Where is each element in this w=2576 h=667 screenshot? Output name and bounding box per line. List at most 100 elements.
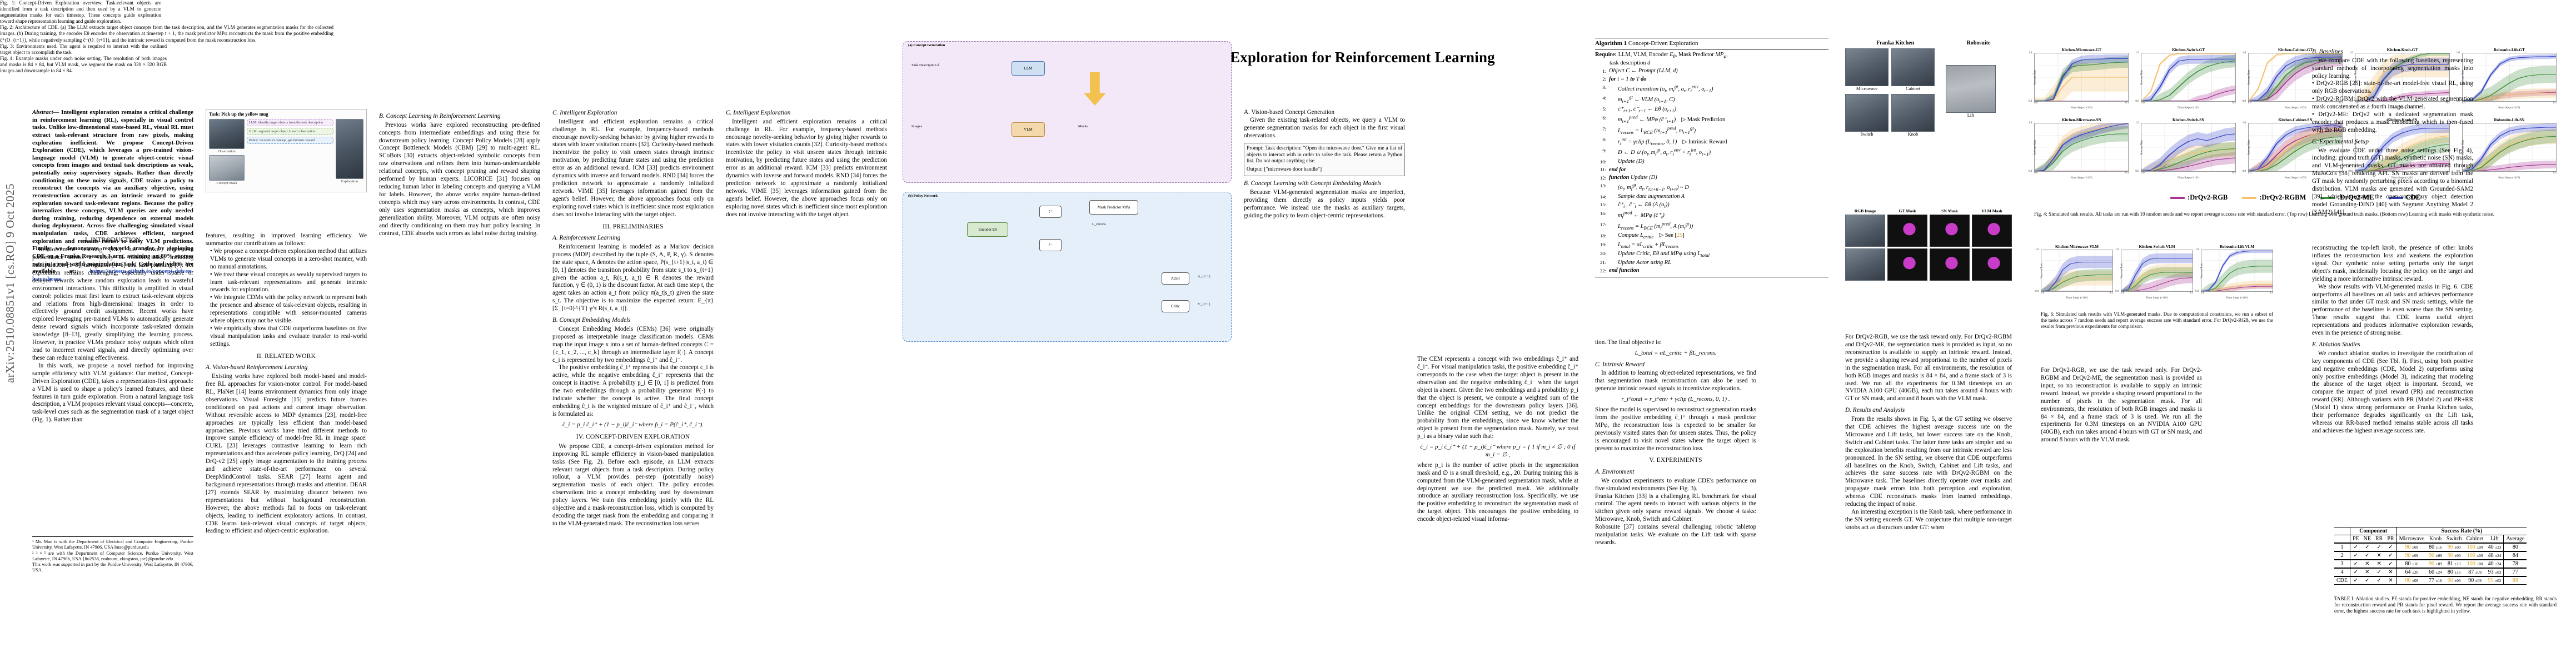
chart-y-tick: 1.0 [2135, 52, 2139, 54]
algorithm-line-number: 15: [1600, 202, 1606, 208]
algorithm-line: 1:Object C ← Prompt (LLM, d) [1595, 67, 1828, 75]
chart-panel-title: Robosuite-Lift-GT [2493, 48, 2525, 52]
algorithm-name: Concept-Driven Exploration [1628, 40, 1698, 47]
chart-x-tick: 0.3 [2232, 172, 2236, 175]
table-row-id: 4 [2334, 568, 2350, 576]
table-flag-cell: ✓ [2349, 542, 2361, 551]
chart-x-tick: 0.3 [2339, 172, 2343, 175]
legend-label: :DrQv2-ME [2338, 193, 2374, 201]
algorithm-require: Require: Require: LLM, VLM, Encoder Eθ, … [1595, 51, 1728, 59]
env-tile-microwave [1845, 48, 1889, 86]
table-value-cell: 90 ±09 [2396, 542, 2427, 551]
table-flag-cell: ✓ [2373, 576, 2385, 585]
table-value-cell: 80 ±16 [2444, 568, 2464, 576]
algorithm-line-number: 4: [1602, 95, 1606, 101]
env-tile-lift [1946, 65, 1996, 113]
algorithm-line: 12:function Update (D) [1595, 174, 1828, 182]
chart-x-axis-label: Num Steps (×10⁶) [2498, 176, 2520, 180]
algorithm-line-code: for t = 1 to T do [1609, 76, 1647, 82]
paragraph: Franka Kitchen [33] is a challenging RL … [1595, 492, 1756, 523]
abstract-text: — Intelligent exploration remains a crit… [32, 109, 193, 275]
abstract-link[interactable]: https://ariseus.github.io/concept-driven… [32, 268, 193, 282]
teaser-image-label: Exploration [341, 180, 358, 183]
subsection-heading: A. Vision-based Reinforcement Learning [206, 364, 308, 371]
algorithm-line-code: Sample data augmentation A [1618, 193, 1685, 200]
algorithm-line-code: mtpred ← MPφ (ĉ⁺t) [1618, 210, 1665, 220]
list-item: • We empirically show that CDE outperfor… [210, 325, 367, 347]
chart-y-tick: 1.0 [2035, 248, 2039, 251]
list-item: • We treat these visual concepts as weak… [210, 271, 367, 293]
table-value-cell: 93 ±03 [2485, 568, 2504, 576]
paragraph: For DrQv2-RGB, we use the task reward on… [1845, 334, 2012, 402]
fig2-recons-label: L_recons [1092, 222, 1106, 226]
algorithm-line-number: 5: [1602, 106, 1606, 112]
chart-y-tick: 0.0 [2349, 100, 2353, 103]
paragraph: Reinforcement learning (RL) has shown im… [32, 246, 193, 361]
algorithm-line: 2:for t = 1 to T do [1595, 75, 1828, 83]
algorithm-line-code: mt+1gt ← VLM (ot+1, C) [1618, 94, 1675, 104]
chart-y-tick: 0.0 [2029, 170, 2032, 173]
table-row-id: 1 [2334, 542, 2350, 551]
list-item: • DrQv2-ME: DrQv2 with a dedicated segme… [2312, 111, 2473, 133]
fig2-block-a-label: (a) Concept Generation [908, 43, 945, 47]
paragraph: We propose CDE, a concept-driven explora… [552, 442, 714, 527]
mask-tile-rgb [1845, 215, 1885, 247]
section-heading-introduction: I. INTRODUCTION [84, 236, 141, 243]
chart-x-axis-label: Num Steps (×10⁶) [2146, 296, 2168, 300]
fig2-mask-predictor-node: Mask Predictor MPφ [1089, 200, 1138, 215]
chart-y-tick: 0.0 [2029, 100, 2032, 103]
table-flag-cell: ✓ [2349, 551, 2361, 560]
algorithm-line-comment: ▷ See [25] [1659, 232, 1685, 239]
chart-x-tick: 0.0 [2141, 102, 2145, 104]
algorithm-line-number: 1: [1602, 68, 1606, 74]
figure-2-architecture: (a) Concept Generation LLM VLM Task Desc… [900, 39, 1234, 350]
table-value-cell: 60 ±24 [2426, 568, 2444, 576]
algorithm-line-number: 7: [1602, 126, 1606, 132]
footnote-line: This work was supported in part by the P… [32, 562, 193, 573]
section-heading-preliminaries: III. PRELIMINARIES [602, 222, 664, 230]
chart-x-tick: 0.0 [2355, 172, 2359, 175]
table-row-id: CDE [2334, 576, 2350, 585]
equation: ĉ_i = p_i ĉ_i⁺ + (1 − p_i)ĉ_i⁻ where p_i… [1420, 444, 1576, 458]
chart-panel-title: Robosuite-Lift-VLM [2219, 245, 2255, 249]
teaser-image-label: Concept Mask [216, 181, 237, 185]
teaser-exploration-image [336, 119, 363, 179]
table-column-header: RR [2373, 535, 2385, 543]
chart-x-tick: 0.3 [2189, 292, 2193, 295]
subsection-heading: C. Intrinsic Reward [1595, 361, 1645, 368]
table-average-cell: 78 [2503, 559, 2527, 568]
algorithm-line-code: function Update (D) [1609, 175, 1657, 181]
chart-x-tick: 0.3 [2269, 292, 2273, 295]
algorithm-line: 19:Ltotal = αLcritic + βLrecons [1595, 241, 1828, 250]
fig2-encoder-node: Encoder Eθ [967, 222, 1008, 237]
table-value-cell: 100 ±00 [2464, 542, 2486, 551]
chart-y-tick: 1.0 [2115, 248, 2119, 251]
table-flag-cell: ✓ [2385, 551, 2397, 560]
fig2-masks-label: Masks [1078, 125, 1088, 128]
chart-x-tick: 0.0 [2201, 292, 2205, 295]
paragraph: For DrQv2-RGB, we use the task reward on… [2041, 367, 2202, 444]
algorithm-line-number: 22: [1600, 267, 1606, 273]
subsection-heading: E. Ablation Studies [2312, 341, 2360, 349]
table-value-cell: 100 ±00 [2464, 559, 2486, 568]
paragraph: Since the model is supervised to reconst… [1595, 406, 1756, 452]
table-column-header: Knob [2426, 535, 2444, 543]
table-column-header: Switch [2444, 535, 2464, 543]
table-flag-cell: ✓ [2373, 542, 2385, 551]
table-average-cell: 80 [2503, 542, 2527, 551]
algorithm-line: 18:Compute Lcritic▷ See [25] [1595, 232, 1828, 241]
paragraph: An interesting exception is the Knob tas… [1845, 509, 2012, 531]
env-tile-cabinet [1891, 48, 1935, 86]
chart-y-tick: 1.0 [2029, 52, 2032, 54]
env-group-header: Robosuite [1966, 40, 1991, 46]
figure-4-masks: RGB Image GT Mask SN Mask VLM Mask [1845, 208, 2012, 281]
